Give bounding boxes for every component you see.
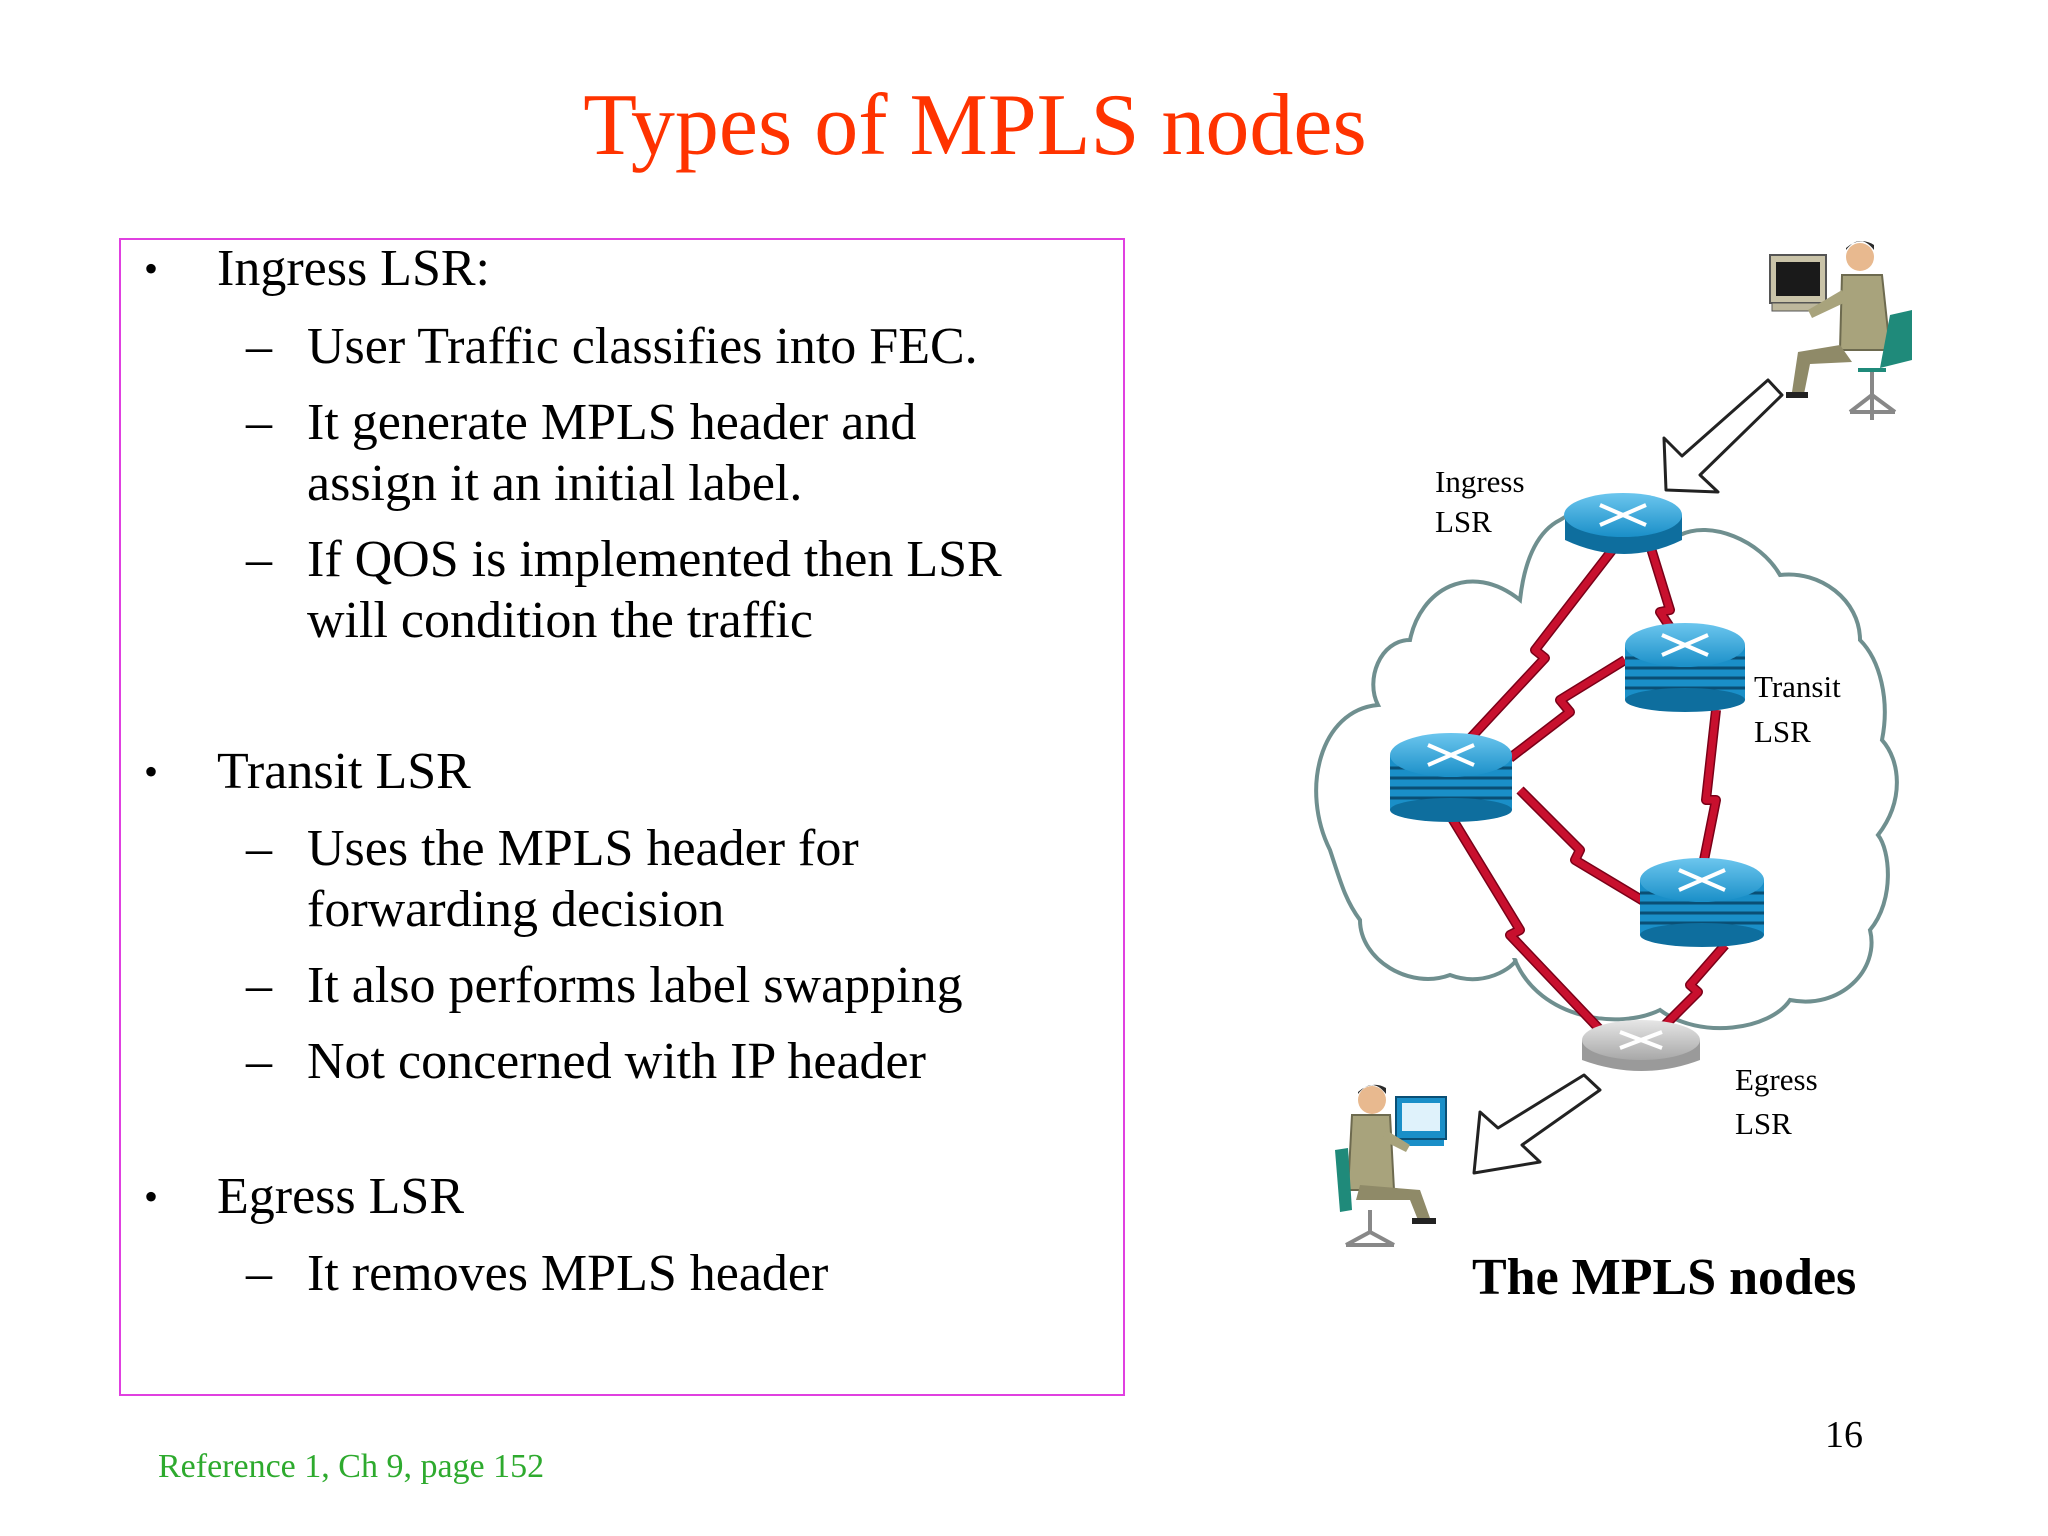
sub-item-text: Uses the MPLS header for <box>307 820 859 877</box>
ingress-label-line: LSR <box>1435 504 1492 539</box>
sub-item-text: If QOS is implemented then LSR <box>307 531 1002 588</box>
sub-marker: – <box>246 394 272 451</box>
egress-label-line: Egress <box>1735 1062 1818 1097</box>
ingress-label-line: Ingress <box>1435 464 1525 499</box>
mpls-network-diagram <box>1314 241 1912 1247</box>
router-icon <box>1625 623 1745 712</box>
sub-marker: – <box>246 957 272 1014</box>
ingress-label: Ingress LSR <box>1435 462 1525 542</box>
sub-item-text: Not concerned with IP header <box>307 1033 926 1090</box>
sub-item-text: will condition the traffic <box>307 592 813 649</box>
router-icon <box>1640 858 1764 947</box>
router-icon <box>1390 733 1512 822</box>
bullet-marker: • <box>144 749 159 794</box>
reference-note: Reference 1, Ch 9, page 152 <box>158 1448 545 1485</box>
sub-marker: – <box>246 820 272 877</box>
arrow-icon <box>1662 378 1784 494</box>
sub-item-text: forwarding decision <box>307 881 725 938</box>
transit-label-line: Transit <box>1754 669 1841 704</box>
sub-marker: – <box>246 318 272 375</box>
sub-item-text: It also performs label swapping <box>307 957 963 1014</box>
sub-item-text: It generate MPLS header and <box>307 394 917 451</box>
person-at-terminal-icon <box>1769 241 1912 420</box>
network-links <box>1445 536 1729 1039</box>
egress-label: Egress LSR <box>1735 1058 1818 1146</box>
arrow-icon <box>1472 1073 1602 1175</box>
bullet-egress: • Egress LSR <box>121 1166 1121 1228</box>
page-number: 16 <box>1825 1414 1863 1456</box>
bullet-marker: • <box>144 246 159 291</box>
sub-item-text: assign it an initial label. <box>307 455 803 512</box>
router-icon <box>1582 1020 1700 1071</box>
sub-marker: – <box>246 531 272 588</box>
sub-marker: – <box>246 1245 272 1302</box>
cloud-icon <box>1314 506 1899 1031</box>
sub-item-text: It removes MPLS header <box>307 1245 829 1302</box>
person-at-computer-icon <box>1335 1084 1447 1247</box>
bullet-text: Ingress LSR: <box>217 240 490 297</box>
egress-label-line: LSR <box>1735 1106 1792 1141</box>
bullet-transit: • Transit LSR <box>121 741 1121 803</box>
transit-label: Transit LSR <box>1754 664 1841 754</box>
diagram-caption: The MPLS nodes <box>1472 1249 1857 1306</box>
slide-title: Types of MPLS nodes <box>583 77 1367 174</box>
transit-label-line: LSR <box>1754 714 1811 749</box>
bullet-ingress: • Ingress LSR: <box>121 238 1121 300</box>
sub-marker: – <box>246 1033 272 1090</box>
router-icon <box>1564 493 1682 554</box>
sub-item-text: User Traffic classifies into FEC. <box>307 318 978 375</box>
bullet-text: Transit LSR <box>217 743 471 800</box>
bullet-marker: • <box>144 1174 159 1219</box>
bullet-text: Egress LSR <box>217 1168 464 1225</box>
content-box: • Ingress LSR: – User Traffic classifies… <box>119 238 1125 1396</box>
